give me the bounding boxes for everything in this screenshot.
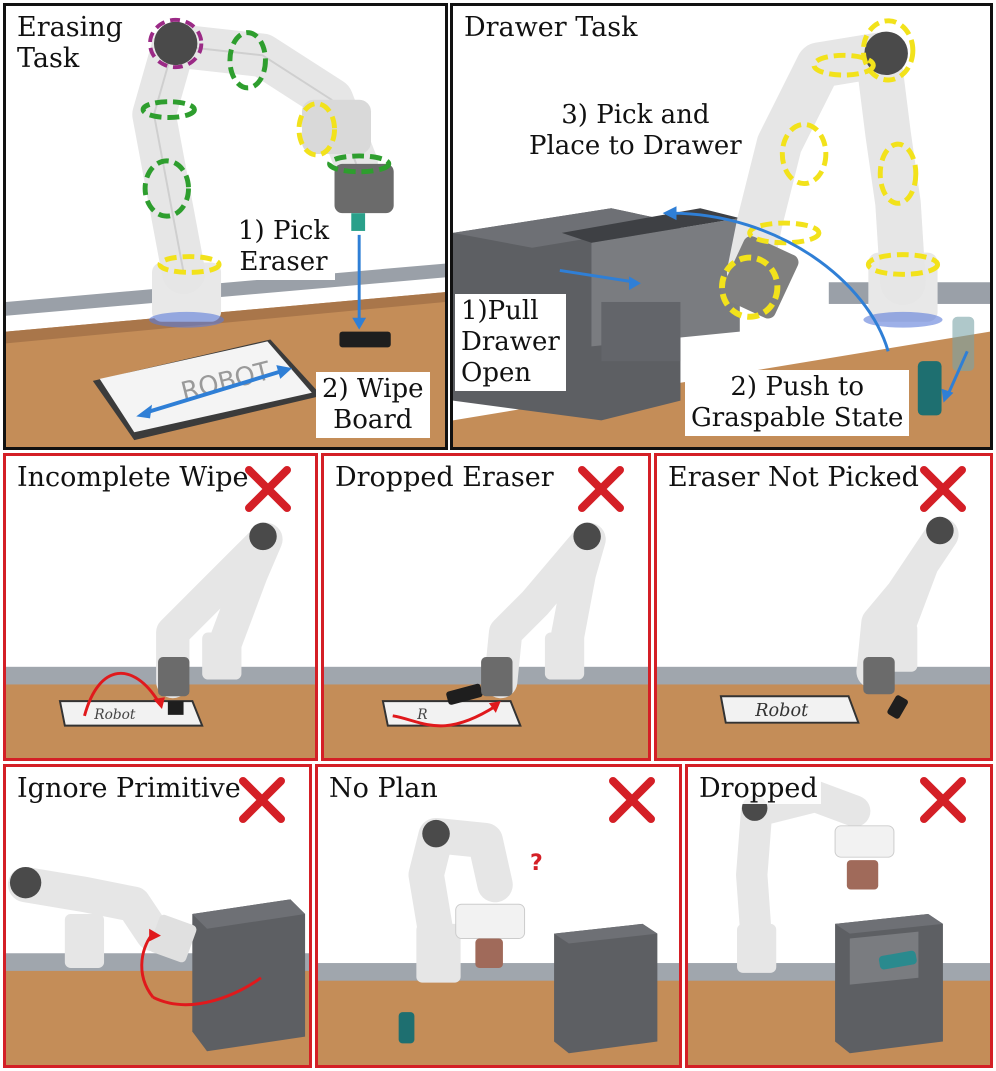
failure-scene-image: R <box>324 522 648 758</box>
failure-panel-eraser-not-picked: Robot Eraser Not Picked <box>654 453 993 761</box>
x-mark-icon <box>920 466 966 512</box>
failure-title: Dropped <box>696 773 821 804</box>
failure-panel-no-plan: No Plan ? <box>315 764 682 1068</box>
failure-title: Dropped Eraser <box>332 462 557 493</box>
x-mark-icon <box>239 777 285 823</box>
question-mark: ? <box>530 851 543 876</box>
board-text: Robot <box>93 707 136 723</box>
failure-title: No Plan <box>326 773 441 804</box>
panel-title: Drawer Task <box>461 12 641 43</box>
step-label-pick-eraser: 1) Pick Eraser <box>232 214 336 280</box>
erasing-task-panel: ROBOT Erasing Task 1) Pick Eraser 2) Wip… <box>3 3 448 450</box>
step-label-pick-place: 3) Pick and Place to Drawer <box>523 98 748 164</box>
x-mark-icon <box>920 777 966 823</box>
failure-panel-ignore-primitive: Ignore Primitive <box>3 764 312 1068</box>
x-mark-icon <box>609 777 655 823</box>
x-mark-icon <box>245 466 291 512</box>
panel-title: Erasing Task <box>14 12 126 74</box>
board-text: R <box>416 707 427 723</box>
failure-scene-image <box>688 780 990 1065</box>
failure-title: Ignore Primitive <box>14 773 244 804</box>
failure-panel-dropped-eraser: R Dropped Eraser <box>321 453 651 761</box>
failure-title: Incomplete Wipe <box>14 462 252 493</box>
failure-scene-image: Robot <box>6 522 315 758</box>
step-label-wipe-board: 2) Wipe Board <box>316 372 430 438</box>
failure-scene-image <box>318 817 679 1065</box>
failure-panel-incomplete-wipe: Robot Incomplete Wipe <box>3 453 318 761</box>
erasing-scene-image: ROBOT <box>6 17 445 447</box>
x-mark-icon <box>578 466 624 512</box>
step-label-pull-drawer: 1)Pull Drawer Open <box>455 294 566 391</box>
step-label-push-graspable: 2) Push to Graspable State <box>685 370 910 436</box>
failure-scene-image: Robot <box>657 516 990 758</box>
drawer-task-panel: Drawer Task 3) Pick and Place to Drawer … <box>450 3 993 450</box>
board-text: Robot <box>754 701 809 721</box>
failure-scene-image <box>6 866 309 1065</box>
failure-panel-dropped: Dropped <box>685 764 993 1068</box>
failure-title: Eraser Not Picked <box>665 462 922 493</box>
